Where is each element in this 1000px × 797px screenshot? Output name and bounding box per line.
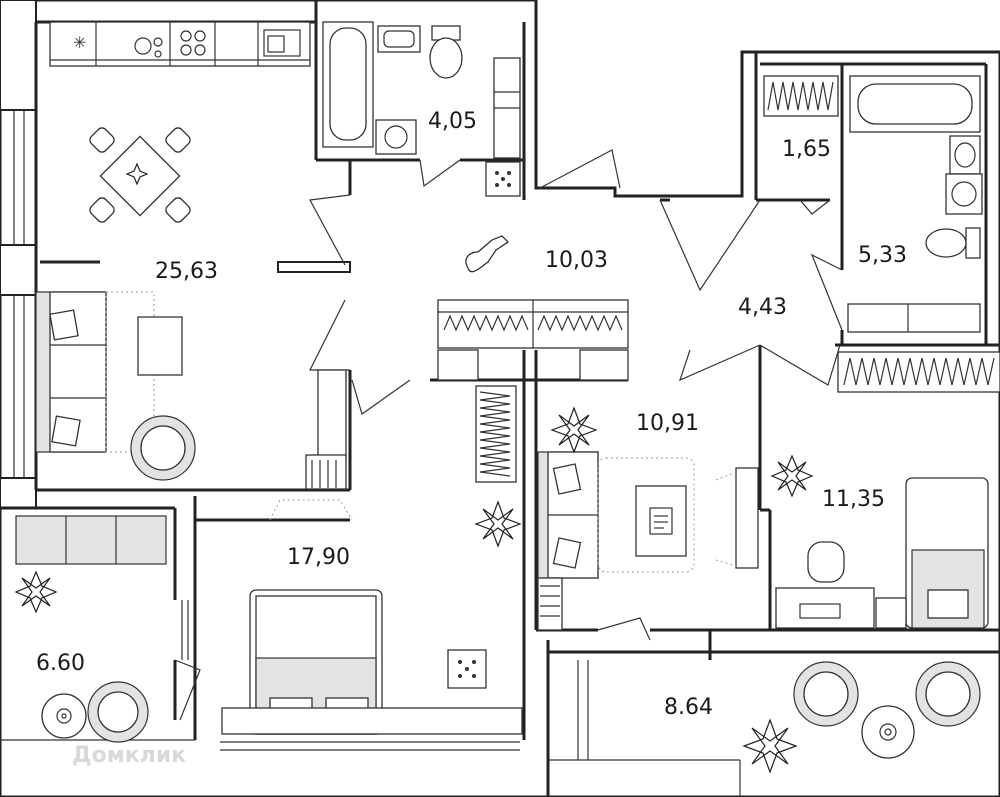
- cat-icon: [465, 235, 509, 273]
- armchair: [130, 415, 196, 481]
- bathtub: [322, 21, 374, 148]
- utility-box: [485, 161, 521, 197]
- washbasin: [377, 25, 421, 53]
- tv-stand: [269, 499, 353, 521]
- toilet: [429, 25, 463, 79]
- area-corridor: 4,43: [738, 295, 787, 320]
- area-bedroom-1: 17,90: [287, 545, 350, 570]
- watermark: Домклик: [72, 743, 186, 768]
- loggia1-armchair: [87, 681, 149, 743]
- area-wardrobe: 1,65: [782, 137, 831, 162]
- bath-shelves: [493, 57, 521, 159]
- washbasin-2: [949, 135, 981, 175]
- loggia1-sofa: [15, 515, 167, 565]
- single-bed: [905, 477, 989, 629]
- shelf: [305, 369, 347, 490]
- plant-icon: [14, 162, 814, 774]
- area-kitchen-living: 25,63: [155, 259, 218, 284]
- area-bathroom-1: 4,05: [428, 109, 477, 134]
- sink-icon: [263, 29, 301, 57]
- fridge-icon: ✳: [73, 33, 86, 52]
- toilet-2: [925, 227, 981, 259]
- area-bathroom-2: 5,33: [858, 243, 907, 268]
- hallway-doors: [174, 149, 843, 721]
- hallway-wardrobe: [437, 299, 629, 381]
- loggia1-table: [41, 693, 87, 739]
- area-labels: 25,63 4,05 10,03 4,43 1,65 5,33 17,90 10…: [36, 109, 907, 720]
- area-loggia-1: 6.60: [36, 651, 85, 676]
- area-bedroom-2: 10,91: [636, 411, 699, 436]
- dining-table: [89, 127, 191, 223]
- bedroom3-closet: [837, 351, 1000, 393]
- desk-computer-icon: [635, 485, 687, 557]
- washing-machine-icon: [134, 37, 163, 58]
- kitchen-counter: [49, 21, 311, 67]
- area-bedroom-3: 11,35: [822, 487, 885, 512]
- bedroom1-dresser: [221, 707, 523, 735]
- rug: [105, 291, 155, 453]
- bedroom2-shelf: [715, 467, 759, 569]
- coffee-table: [137, 316, 183, 376]
- sofa: [35, 291, 107, 453]
- desk: [775, 541, 907, 629]
- loggia2-armchairs: [793, 661, 981, 727]
- bedroom1-closet: [475, 385, 517, 483]
- bathtub-2: [849, 75, 981, 133]
- utility-box-2: [447, 649, 487, 689]
- closet: [763, 75, 839, 117]
- bedroom2-rack: [537, 577, 563, 631]
- area-loggia-2: 8.64: [664, 695, 713, 720]
- washing-machine-2: [945, 173, 983, 215]
- loggia2-table: [861, 705, 915, 759]
- bedroom2-sofa: [537, 451, 599, 579]
- bath-cabinet: [847, 303, 981, 333]
- rug-2: [597, 457, 695, 573]
- kitchen-stove-icon: [180, 30, 206, 56]
- washing-machine: [375, 119, 417, 155]
- area-hallway: 10,03: [545, 248, 608, 273]
